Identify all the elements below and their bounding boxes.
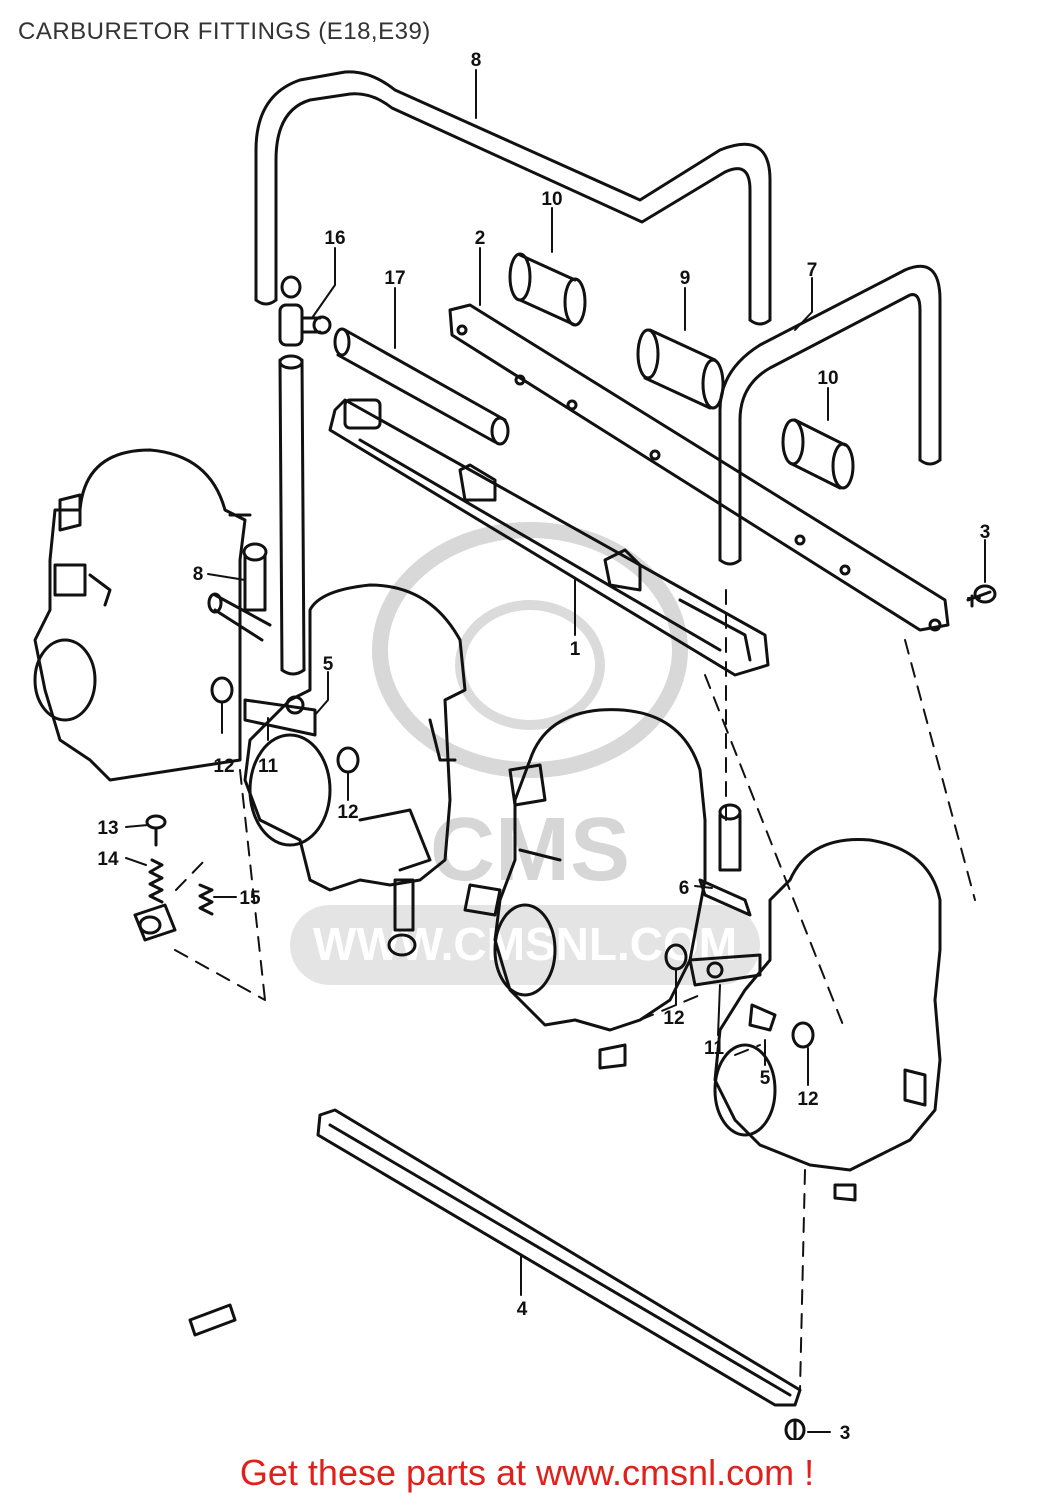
hose-8	[254, 70, 772, 326]
callout-13: 13	[97, 818, 118, 839]
callout-10a: 10	[541, 189, 562, 210]
holder-14	[133, 903, 177, 942]
callout-12c: 12	[663, 1008, 684, 1029]
callout-17: 17	[384, 268, 405, 289]
clip-12-a	[210, 676, 234, 704]
small-clip	[188, 1303, 237, 1337]
carburetor-right	[713, 838, 942, 1202]
callout-12d: 12	[797, 1089, 818, 1110]
callout-9: 9	[680, 268, 691, 289]
nipple-11-b	[688, 953, 762, 987]
nipple-11-a	[243, 695, 317, 737]
callout-3b: 3	[840, 1423, 851, 1440]
callout-15: 15	[239, 888, 261, 909]
callout-12b: 12	[337, 802, 358, 823]
hose-17	[333, 327, 510, 446]
fitting-8	[207, 542, 272, 642]
fitting-6	[698, 803, 752, 917]
watermark-brand: CMS	[430, 800, 630, 900]
carburetor-2	[243, 583, 467, 957]
carburetor-3	[463, 708, 707, 1070]
watermark-logo-ring	[372, 522, 688, 778]
callout-8b: 8	[193, 564, 204, 585]
screw-3-upper	[966, 584, 997, 608]
callout-11b: 11	[704, 1038, 725, 1059]
callout-4: 4	[517, 1299, 528, 1320]
parts-diagram: CMS WWW.CMSNL.COM	[33, 50, 997, 1440]
callout-labels: 8 10 2 16 17 9 7 10 3 8 1 5 12 11 12 13 …	[97, 50, 990, 1440]
callout-6: 6	[679, 878, 690, 899]
watermark-site-band	[290, 905, 760, 985]
callout-11a: 11	[258, 756, 279, 777]
watermark-logo-face	[455, 600, 605, 730]
callout-3a: 3	[980, 522, 991, 543]
hose-9	[636, 328, 725, 410]
tee-fitting-16	[278, 275, 332, 347]
callout-1: 1	[570, 639, 581, 660]
hose-7	[718, 264, 942, 566]
hose-10-lower	[781, 418, 855, 490]
watermark: CMS WWW.CMSNL.COM	[290, 522, 760, 985]
callout-5a: 5	[323, 654, 334, 675]
callout-12a: 12	[213, 756, 234, 777]
strip-4	[316, 1108, 802, 1407]
spring-15	[198, 883, 214, 916]
spring-14	[148, 858, 164, 904]
callout-14: 14	[97, 849, 119, 870]
callout-16: 16	[324, 228, 345, 249]
clip-12-b	[336, 746, 360, 774]
get-parts-link[interactable]: Get these parts at www.cmsnl.com !	[239, 1452, 815, 1493]
screw-13	[145, 814, 167, 847]
clip-12-d	[791, 1021, 815, 1049]
screw-3-lower	[784, 1418, 806, 1440]
fitting-5-b	[748, 1003, 777, 1032]
page-title: CARBURETOR FITTINGS (E18,E39)	[18, 18, 431, 45]
callout-10b: 10	[817, 368, 838, 389]
callout-8a: 8	[471, 50, 482, 71]
callout-7: 7	[807, 260, 818, 281]
plate-2	[448, 303, 950, 632]
carburetor-left	[33, 448, 252, 782]
assembly-lines	[174, 589, 976, 1391]
hose-10-upper	[508, 252, 587, 327]
leader-lines	[125, 69, 986, 1433]
hose-vertical	[278, 354, 306, 676]
bracket-1	[328, 398, 770, 677]
callout-2: 2	[475, 228, 486, 249]
callout-5b: 5	[760, 1068, 771, 1089]
